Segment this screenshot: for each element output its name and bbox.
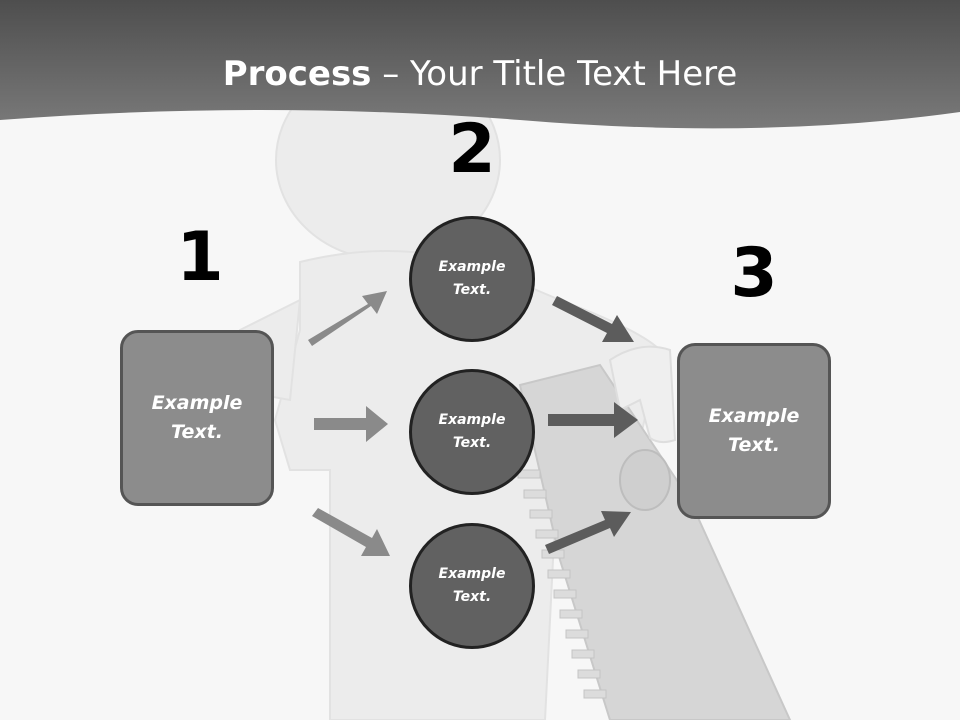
circle-top-line1: Example: [438, 259, 506, 275]
left-box-line2: Text.: [171, 421, 223, 443]
arrow-middle-to-right: [548, 402, 638, 438]
device-pin: [553, 589, 577, 599]
circle-middle-line2: Text.: [452, 435, 492, 451]
device-pin: [535, 529, 559, 539]
circle-top: Example Text.: [409, 216, 535, 342]
arrow-left-to-top: [308, 291, 387, 346]
arrow-top-to-right: [552, 296, 634, 342]
left-box: Example Text.: [120, 330, 274, 506]
step-number-1: 1: [176, 218, 224, 297]
step-number-2: 2: [448, 110, 496, 189]
circle-bottom-line1: Example: [438, 566, 506, 582]
device-pin: [577, 669, 601, 679]
title-rest: – Your Title Text Here: [371, 54, 738, 94]
device-pins: [517, 469, 607, 699]
device-pin: [565, 629, 589, 639]
device-pin: [583, 689, 607, 699]
arrows: [308, 291, 638, 556]
circle-top-line2: Text.: [452, 282, 492, 298]
device-pin: [559, 609, 583, 619]
device-pin: [523, 489, 547, 499]
circle-middle: Example Text.: [409, 369, 535, 495]
device-pin: [529, 509, 553, 519]
title-bold: Process: [222, 54, 372, 94]
circle-bottom: Example Text.: [409, 523, 535, 649]
device-pin: [571, 649, 595, 659]
left-box-line1: Example: [151, 392, 243, 414]
right-box-line1: Example: [708, 405, 800, 427]
slide-title: Process – Your Title Text Here: [0, 52, 960, 96]
arrow-bottom-to-right: [545, 511, 631, 554]
circle-middle-line1: Example: [438, 412, 506, 428]
arrow-left-to-middle: [314, 406, 388, 442]
header-band: [0, 0, 960, 129]
right-box: Example Text.: [677, 343, 831, 519]
right-box-line2: Text.: [728, 434, 780, 456]
device-pin: [547, 569, 571, 579]
circle-bottom-line2: Text.: [452, 589, 492, 605]
arrow-left-to-bottom: [312, 508, 390, 556]
step-number-3: 3: [730, 234, 778, 313]
